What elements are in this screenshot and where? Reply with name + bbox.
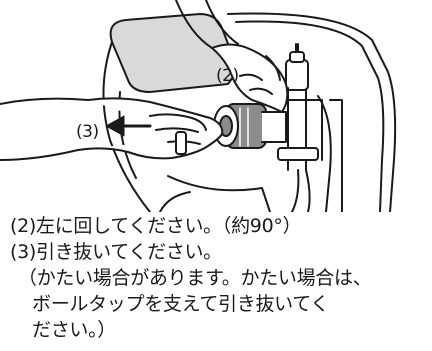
hands-removing-float-valve-drawing (0, 0, 397, 212)
callout-step-3: (3) (76, 122, 99, 142)
instruction-note-line-2: ボールタップを支えて引き抜いてく (32, 293, 330, 315)
instruction-note-line-1: （かたい場合があります。かたい場合は、 (18, 267, 372, 289)
instruction-step-2: (2)左に回してください。（約90°） (10, 215, 302, 237)
instruction-note-line-3: ださい。） (32, 319, 117, 341)
instruction-step-3: (3)引き抜いてください。 (10, 241, 222, 263)
callout-step-2: (2) (216, 66, 239, 86)
instruction-text-block: (2)左に回してください。（約90°） (3)引き抜いてください。 （かたい場合… (10, 213, 430, 343)
instruction-illustration (0, 0, 397, 212)
left-arrow-icon (105, 115, 125, 137)
